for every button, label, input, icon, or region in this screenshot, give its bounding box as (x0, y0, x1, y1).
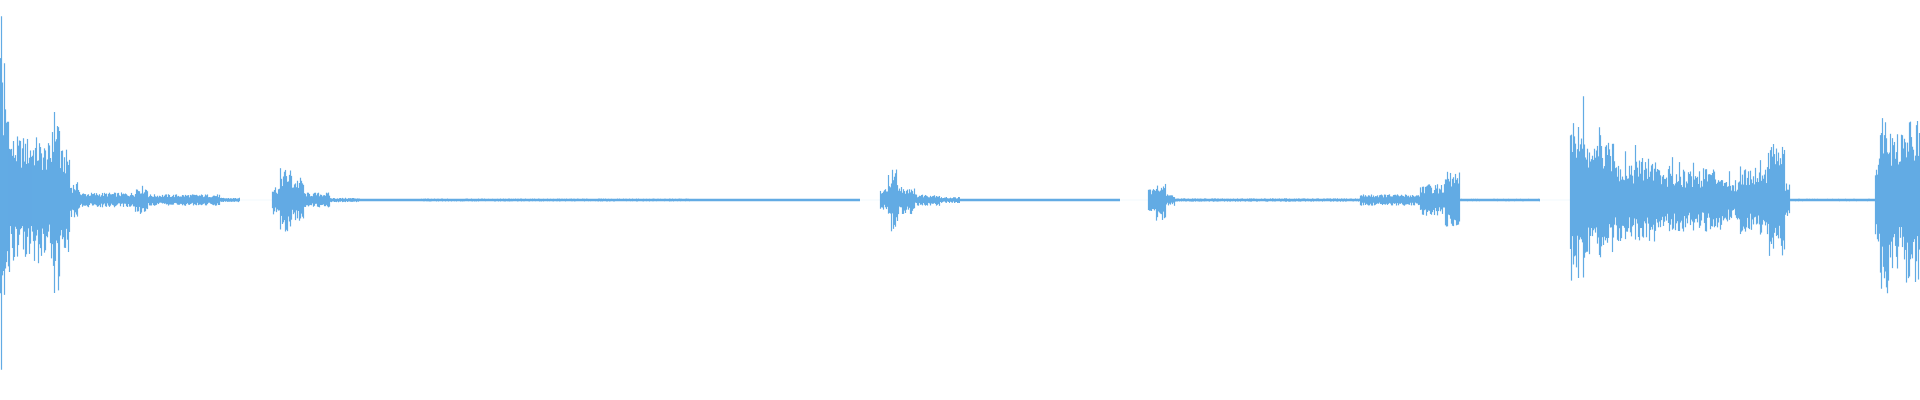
waveform-bars (0, 16, 1920, 370)
